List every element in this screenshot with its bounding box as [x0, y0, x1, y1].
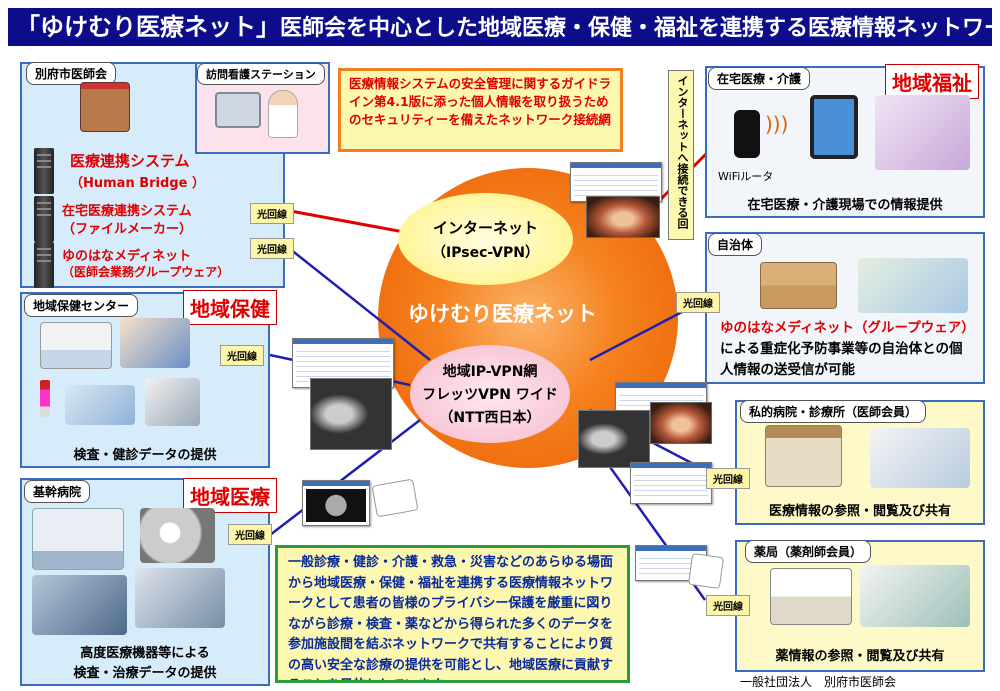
computer-icon: [215, 92, 261, 128]
health-center-red-tag: 地域保健: [183, 290, 277, 325]
screen-thumbnail: [635, 545, 707, 581]
title-rest: 医師会を中心とした地域医療・保健・福祉を連携する医療情報ネットワーク: [280, 16, 1000, 41]
fiber-line-label: 光回線: [706, 468, 750, 489]
core-hospital-caption-2: 検査・治療データの提供: [73, 666, 217, 681]
internet-node-line1: インターネット: [432, 218, 538, 237]
pharmacist-illustration: [860, 565, 970, 627]
ipvpn-line2: フレッツVPN ワイド: [422, 387, 558, 403]
home-care-caption: 在宅医療・介護現場での情報提供: [747, 198, 943, 213]
health-center-caption: 検査・健診データの提供: [73, 448, 217, 463]
city-hall-icon: [760, 262, 837, 309]
security-note: 医療情報システムの安全管理に関するガイドライン第4.1版に添った個人情報を取り扱…: [338, 68, 623, 152]
footer-org: 一般社団法人 別府市医師会: [740, 675, 897, 689]
physicians-assoc-label: 別府市医師会: [26, 62, 117, 85]
prescription-icon: [687, 552, 725, 590]
xray-exam-illustration: [120, 318, 190, 368]
server-icon: [34, 148, 54, 194]
core-hospital-label: 基幹病院: [24, 480, 91, 503]
internet-node: インターネット （IPsec-VPN）: [398, 193, 573, 285]
municipality-text-red: ゆのはなメディネット（グループウェア）: [720, 320, 975, 336]
system3-sub: （医師会業務グループウェア）: [62, 265, 230, 279]
tablet-icon: [810, 95, 858, 159]
home-care-label: 在宅医療・介護: [708, 67, 811, 90]
fiber-line-label: 光回線: [250, 238, 294, 259]
endoscope-image: [586, 196, 660, 238]
center-network-label: ゆけむり医療ネット: [408, 302, 597, 326]
caregiver-illustration: [875, 95, 970, 170]
ipvpn-line3: （NTT西日本）: [439, 410, 541, 426]
checkup-machine-illustration: [145, 378, 200, 426]
wifi-signal-icon: ))): [765, 112, 789, 136]
screen-thumbnail: [630, 462, 712, 504]
system2-title: 在宅医療連携システム: [62, 204, 192, 219]
internet-node-line2: （IPsec-VPN）: [432, 244, 539, 261]
core-hospital-caption-1: 高度医療機器等による: [80, 646, 210, 661]
clinic-building-icon: [765, 425, 842, 487]
page-title: 「ゆけむり医療ネット」医師会を中心とした地域医療・保健・福祉を連携する医療情報ネ…: [8, 8, 1000, 46]
fiber-line-label: 光回線: [220, 345, 264, 366]
health-center-building-icon: [40, 322, 112, 369]
blue-line-core: [269, 419, 421, 536]
nursing-station-label: 訪問看護ステーション: [197, 63, 325, 85]
private-hospital-label: 私的病院・診療所（医師会員）: [740, 400, 927, 423]
purpose-text: 一般診療・健診・介護・救急・災害などのあらゆる場面から地域医療・保健・福祉を連携…: [275, 545, 630, 683]
ct-scanner-illustration: [140, 508, 215, 563]
nurse-icon: [268, 90, 298, 138]
municipality-text-black: による重症化予防事業等の自治体との個人情報の送受信が可能: [720, 341, 963, 378]
server-icon: [34, 242, 54, 288]
hospital-building-icon: [32, 508, 124, 570]
system2-sub: （ファイルメーカー）: [62, 222, 193, 237]
fiber-line-label: 光回線: [228, 524, 272, 545]
title-quoted: 「ゆけむり医療ネット」: [16, 13, 280, 41]
system1-sub: （Human Bridge ）: [70, 176, 205, 191]
municipality-label: 自治体: [708, 233, 763, 256]
angiography-illustration: [135, 568, 225, 628]
consultation-illustration: [858, 258, 968, 313]
chest-xray-image: [310, 378, 392, 450]
ipvpn-line1: 地域IP-VPN網: [442, 364, 538, 380]
endoscope-image: [650, 402, 712, 444]
fiber-line-label: 光回線: [250, 203, 294, 224]
fiber-line-label: 光回線: [706, 595, 750, 616]
doctor-illustration: [870, 428, 970, 488]
building-icon: [80, 82, 130, 132]
core-hospital-red-tag: 地域医療: [183, 478, 277, 513]
pharmacy-label: 薬局（薬剤師会員）: [745, 540, 872, 563]
ct-screen-thumbnail: [302, 480, 370, 526]
system1-title: 医療連携システム: [70, 152, 190, 170]
pharmacy-caption: 薬情報の参照・閲覧及び共有: [775, 649, 945, 664]
wifi-router-label: WiFiルータ: [718, 170, 774, 183]
chest-xray-image: [578, 410, 650, 468]
screen-thumbnail: [570, 162, 662, 202]
blood-tube-icon: [40, 380, 50, 418]
municipality-text: ゆのはなメディネット（グループウェア） による重症化予防事業等の自治体との個人情報…: [720, 318, 975, 381]
server-icon: [34, 196, 54, 242]
ipvpn-node: 地域IP-VPN網 フレッツVPN ワイド （NTT西日本）: [410, 345, 570, 443]
wifi-router-icon: [734, 110, 760, 158]
medicine-box-icon: [770, 568, 852, 625]
health-center-label: 地域保健センター: [24, 294, 139, 317]
surgery-illustration: [32, 575, 127, 635]
home-care-red-tag: 地域福祉: [885, 64, 979, 99]
exam-bed-illustration: [65, 385, 135, 425]
internet-vertical-label: インターネットへ接続できる回線: [668, 70, 694, 240]
fiber-line-label: 光回線: [676, 292, 720, 313]
system3-title: ゆのはなメディネット: [62, 249, 192, 264]
private-hospital-caption: 医療情報の参照・閲覧及び共有: [768, 504, 951, 519]
blue-line-physicians: [284, 244, 431, 361]
red-line-physicians: [284, 208, 421, 237]
